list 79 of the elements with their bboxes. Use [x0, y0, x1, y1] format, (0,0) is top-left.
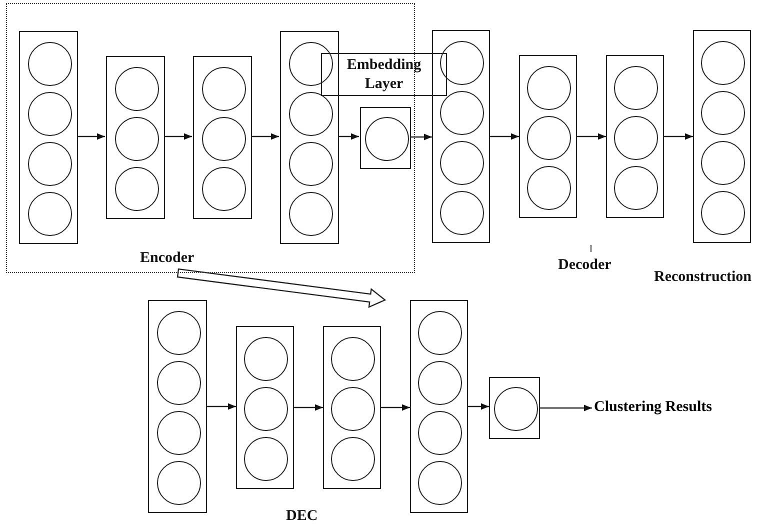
neuron-circle	[364, 117, 408, 161]
layer-box	[360, 107, 411, 169]
layer-box	[193, 56, 252, 219]
arrow	[490, 133, 519, 140]
neuron-circle	[288, 192, 332, 236]
neuron-circle	[527, 166, 571, 210]
arrow	[410, 134, 432, 140]
neuron-circle	[202, 66, 246, 110]
section-label: Decoder	[558, 256, 612, 274]
neuron-circle	[156, 410, 200, 454]
section-label: Reconstruction	[654, 268, 752, 286]
neuron-circle	[527, 66, 571, 110]
section-label: DEC	[286, 507, 318, 525]
block-arrow	[176, 268, 386, 308]
neuron-circle	[28, 192, 72, 236]
neuron-circle	[701, 90, 745, 134]
layer-box	[693, 30, 751, 243]
neuron-circle	[440, 40, 484, 84]
neuron-circle	[114, 166, 158, 210]
region-label: Encoder	[140, 249, 194, 267]
arrow	[577, 133, 606, 140]
neuron-circle	[244, 386, 288, 430]
neuron-circle	[288, 142, 332, 186]
layer-box	[606, 55, 664, 218]
arrow	[381, 404, 410, 411]
neuron-circle	[701, 140, 745, 184]
neuron-circle	[418, 410, 462, 454]
neuron-circle	[614, 116, 658, 160]
neuron-circle	[331, 336, 375, 380]
arrow	[338, 133, 359, 140]
layer-box	[519, 55, 577, 218]
layer-box	[148, 300, 207, 513]
layer-box	[236, 326, 294, 489]
output-label: Clustering Results	[592, 396, 714, 438]
layer-box	[280, 31, 339, 244]
layer-box	[489, 377, 540, 439]
neuron-circle	[418, 310, 462, 354]
neuron-circle	[614, 66, 658, 110]
layer-box	[432, 30, 490, 243]
neuron-circle	[331, 436, 375, 480]
neuron-circle	[418, 360, 462, 404]
arrow	[251, 133, 279, 140]
neuron-circle	[614, 166, 658, 210]
neuron-circle	[701, 40, 745, 84]
neuron-circle	[331, 386, 375, 430]
layer-box	[19, 31, 78, 244]
neuron-circle	[202, 166, 246, 210]
arrow	[164, 133, 192, 140]
neuron-circle	[156, 310, 200, 354]
neuron-circle	[418, 460, 462, 504]
neuron-circle	[114, 116, 158, 160]
neuron-circle	[701, 190, 745, 234]
neuron-circle	[156, 360, 200, 404]
neuron-circle	[244, 336, 288, 380]
layer-box	[410, 300, 468, 513]
layer-box	[106, 56, 165, 219]
neuron-circle	[202, 116, 246, 160]
layer-box	[323, 326, 381, 489]
neuron-circle	[28, 42, 72, 86]
neuron-circle	[28, 142, 72, 186]
neuron-circle	[114, 66, 158, 110]
arrow	[540, 404, 592, 412]
neuron-circle	[28, 92, 72, 136]
arrow	[77, 133, 105, 140]
neuron-circle	[244, 436, 288, 480]
neuron-circle	[440, 190, 484, 234]
layer-label: Embedding Layer	[346, 56, 422, 94]
arrow	[468, 403, 489, 410]
neuron-circle	[156, 460, 200, 504]
neuron-circle	[440, 140, 484, 184]
neuron-circle	[288, 92, 332, 136]
arrow	[294, 404, 323, 411]
neuron-circle	[440, 90, 484, 134]
neuron-circle	[494, 387, 538, 431]
neuron-circle	[527, 116, 571, 160]
arrow	[207, 403, 236, 410]
embedding-layer-box	[321, 53, 447, 96]
arrow	[664, 133, 693, 140]
neuron-circle	[288, 42, 332, 86]
